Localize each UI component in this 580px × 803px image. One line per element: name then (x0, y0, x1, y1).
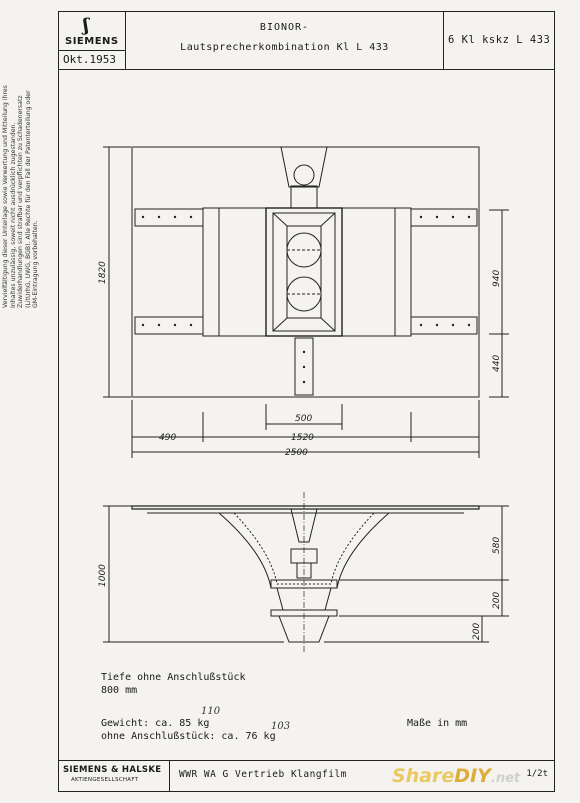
drawing-code: 6 Kl kskz L 433 (448, 34, 551, 46)
watermark-part3: .net (490, 771, 521, 786)
title-line-2: Lautsprecherkombination Kl L 433 (180, 42, 389, 53)
dim-940: 940 (492, 270, 502, 287)
dim-1520: 1520 (291, 433, 314, 443)
dim-490: 490 (159, 433, 176, 443)
driver-top (293, 164, 315, 186)
weight-label: Gewicht: ca. 85 kg (101, 718, 210, 729)
top-view-left-upper-bar (134, 208, 204, 227)
watermark-part1: Share (392, 765, 455, 787)
side-copyright-notice: Vervielfältigung dieser Unterlage sowie … (2, 78, 58, 308)
footer-block: SIEMENS & HALSKE AKTIENGESELLSCHAFT WWR … (59, 760, 554, 791)
dim-1000: 1000 (98, 564, 108, 587)
title-cell: BIONOR- Lautsprecherkombination Kl L 433 (125, 12, 444, 69)
logo-text: SIEMENS (65, 36, 119, 47)
dim-580: 580 (492, 537, 502, 554)
dim-200-mid: 200 (492, 592, 502, 609)
drawing-sheet: ʃ SIEMENS Okt.1953 BIONOR- Lautsprecherk… (58, 11, 555, 792)
date-cell: Okt.1953 (59, 50, 125, 70)
depth-label: Tiefe ohne Anschlußstück (101, 672, 246, 683)
watermark-part2: DIY (454, 765, 491, 787)
units-label: Maße in mm (407, 718, 468, 729)
sheet-number: 1/2t (526, 769, 548, 779)
watermark: ShareDIY.net (392, 765, 520, 787)
company-sub: AKTIENGESELLSCHAFT (71, 777, 139, 783)
siemens-logo-icon: ʃ (83, 15, 89, 36)
weight2-handwritten: 103 (271, 721, 291, 732)
code-cell: 6 Kl kskz L 433 (443, 12, 554, 69)
side-notice-text: Vervielfältigung dieser Unterlage sowie … (2, 85, 40, 308)
side-top-plate (131, 505, 480, 510)
side-foot (278, 615, 330, 643)
weight-handwritten: 110 (201, 706, 221, 717)
dim-2500: 2500 (285, 448, 308, 458)
company-name: SIEMENS & HALSKE (63, 765, 162, 775)
dim-1820: 1820 (98, 261, 108, 284)
top-view-frame (202, 207, 412, 337)
dim-500: 500 (295, 414, 312, 424)
dim-440: 440 (492, 355, 502, 372)
depth-value: 800 mm (101, 685, 138, 696)
top-view-lower-box (294, 337, 314, 396)
title-line-1: BIONOR- (259, 22, 310, 33)
weight2-label: ohne Anschlußstück: ca. 76 kg (101, 731, 276, 742)
logo-cell: ʃ SIEMENS Okt.1953 (59, 12, 126, 69)
dim-200-low: 200 (472, 623, 482, 640)
technical-drawing: 1820 940 440 500 490 1520 2500 1000 580 … (98, 146, 509, 652)
company-cell: SIEMENS & HALSKE AKTIENGESELLSCHAFT (59, 761, 170, 791)
top-view-cabinet (265, 207, 343, 337)
horn-top (280, 146, 328, 188)
drawing-date: Okt.1953 (63, 53, 116, 66)
top-view-left-lower-bar (134, 316, 204, 335)
title-block: ʃ SIEMENS Okt.1953 BIONOR- Lautsprecherk… (59, 12, 554, 70)
footer-text: WWR WA G Vertrieb Klangfilm (179, 769, 347, 780)
